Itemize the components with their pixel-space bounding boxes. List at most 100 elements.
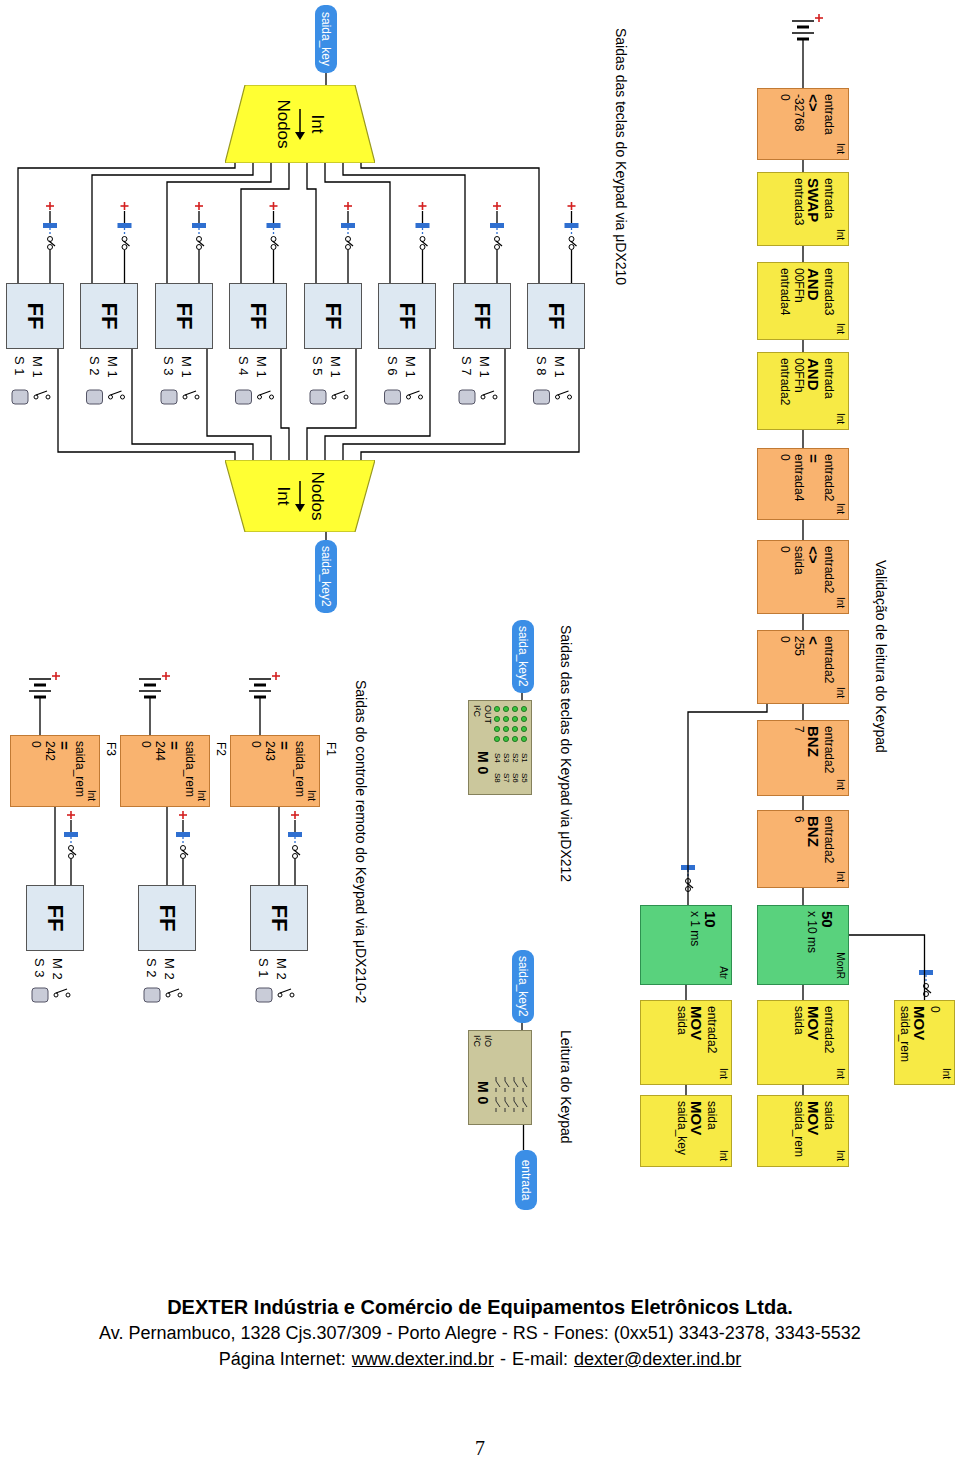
battery-symbol bbox=[254, 684, 266, 687]
block-type: Int bbox=[86, 741, 97, 801]
key-blade bbox=[185, 391, 196, 395]
block-symbol: FF bbox=[171, 303, 197, 330]
block-type: Int bbox=[835, 1006, 846, 1079]
page-number: 7 bbox=[0, 1437, 960, 1460]
contact-terminal bbox=[420, 237, 425, 242]
block-parameter: 0 bbox=[778, 546, 791, 608]
block-parameter: = bbox=[166, 741, 183, 801]
contact-button bbox=[490, 223, 504, 228]
function-block: IntsaidaMOVsaida_rem bbox=[757, 1095, 849, 1167]
plus-sign bbox=[422, 202, 424, 210]
key-blade bbox=[111, 391, 122, 395]
contact-blade bbox=[124, 241, 130, 246]
section-title: Saidas das teclas do Keypad via μDX212 bbox=[556, 625, 574, 882]
key-terminal bbox=[66, 993, 70, 997]
key-terminal bbox=[419, 395, 423, 399]
block-type: Int bbox=[835, 546, 846, 608]
module-text: S7 bbox=[501, 773, 510, 783]
contact-link bbox=[273, 228, 274, 236]
variable-tag: saida_key2 bbox=[512, 620, 534, 693]
block-parameter: 0 bbox=[249, 741, 262, 801]
contact-lead bbox=[198, 211, 199, 223]
signal-label: S 5 bbox=[309, 356, 325, 376]
function-block: IntentradaAND00FFhentrada2 bbox=[757, 352, 849, 430]
key-blade bbox=[483, 391, 494, 395]
block-parameter: entrada2 bbox=[821, 816, 834, 882]
battery-symbol bbox=[139, 690, 161, 692]
contact-lead bbox=[571, 250, 572, 283]
block-parameter: saida bbox=[791, 1006, 804, 1079]
contact-lead bbox=[294, 820, 295, 832]
block-parameter: 00FFh bbox=[791, 268, 804, 334]
expansion-module: I/OI²CM 0 bbox=[468, 1030, 532, 1125]
plus-sign bbox=[198, 202, 200, 210]
key-terminal bbox=[183, 395, 187, 399]
block-parameter: < bbox=[805, 636, 822, 698]
block-parameter: 242 bbox=[42, 741, 55, 801]
contact-lead bbox=[70, 820, 71, 832]
flip-flop-block: FF bbox=[26, 885, 84, 951]
module-text: S4 bbox=[492, 753, 501, 763]
function-block: Intsaida_rem=2440 bbox=[120, 735, 210, 807]
flip-flop-block: FF bbox=[250, 885, 308, 951]
plus-sign bbox=[55, 672, 57, 680]
contact-link bbox=[422, 228, 423, 236]
block-parameter: 10 bbox=[701, 911, 718, 979]
contact-link bbox=[124, 228, 125, 236]
block-parameter: 0 bbox=[778, 94, 791, 154]
wire-connector bbox=[685, 1085, 686, 1095]
variable-name: saida_key bbox=[319, 12, 333, 66]
footer-text: Av. Pernambuco, 1328 Cjs.307/309 - Porto… bbox=[0, 1323, 960, 1344]
key-terminal bbox=[195, 395, 199, 399]
timer-block: MonR50x 10 ms bbox=[757, 905, 849, 985]
key-terminal bbox=[34, 395, 38, 399]
contact-terminal bbox=[122, 237, 127, 242]
signal-label: S 1 bbox=[11, 356, 27, 376]
wire-connector bbox=[241, 163, 289, 283]
block-parameter: SWAP bbox=[805, 178, 822, 240]
block-parameter: saida_rem bbox=[791, 1101, 804, 1161]
wire-connector bbox=[18, 163, 235, 283]
block-type: Int bbox=[835, 178, 846, 240]
contact-link bbox=[70, 837, 71, 845]
wire-connector bbox=[521, 1023, 522, 1030]
block-symbol: FF bbox=[320, 303, 346, 330]
contact-terminal bbox=[293, 854, 298, 859]
block-parameter: entrada2 bbox=[821, 1006, 834, 1079]
wire-connector bbox=[307, 163, 316, 283]
plus-sign bbox=[294, 811, 296, 819]
battery-symbol bbox=[797, 26, 809, 29]
block-type: Int bbox=[196, 741, 207, 801]
block-parameter: MOV bbox=[911, 1006, 928, 1079]
wire-connector bbox=[54, 807, 55, 885]
signal-label: S 8 bbox=[532, 356, 548, 376]
contact-link bbox=[198, 228, 199, 236]
key-switch bbox=[12, 390, 28, 404]
key-terminal bbox=[344, 395, 348, 399]
block-parameter: BNZ bbox=[805, 816, 822, 882]
block-type: Atr bbox=[718, 911, 729, 979]
rotated-sheet: Intentrada<>-327680IntentradaSWAPentrada… bbox=[0, 0, 960, 1235]
function-block: Intsaida_rem=2430 bbox=[230, 735, 320, 807]
timer-block: Atr10x 1 ms bbox=[640, 905, 732, 985]
contact-button bbox=[267, 223, 281, 228]
signal-label: M 1 bbox=[476, 356, 492, 378]
contact-terminal bbox=[569, 245, 574, 250]
footer-text: - bbox=[500, 1349, 506, 1370]
block-parameter: x 1 ms bbox=[688, 911, 701, 979]
contact-link bbox=[347, 228, 348, 236]
contact-terminal bbox=[346, 245, 351, 250]
block-parameter: entrada4 bbox=[778, 268, 791, 334]
key-terminal bbox=[568, 395, 572, 399]
key-switch bbox=[87, 390, 103, 404]
plus-sign bbox=[496, 202, 498, 210]
module-text: I/O bbox=[482, 1035, 492, 1047]
function-block: IntsaidaMOVsaida_key bbox=[640, 1095, 732, 1167]
block-parameter: 50 bbox=[818, 911, 835, 979]
variable-tag: saida_key2 bbox=[315, 540, 337, 613]
converter-text: Int bbox=[307, 115, 327, 134]
block-parameter: <> bbox=[805, 94, 822, 154]
section-title: Saidas do controle remoto do Keypad via … bbox=[351, 680, 369, 1003]
footer-text: E-mail: bbox=[512, 1349, 568, 1370]
key-blade bbox=[334, 391, 345, 395]
